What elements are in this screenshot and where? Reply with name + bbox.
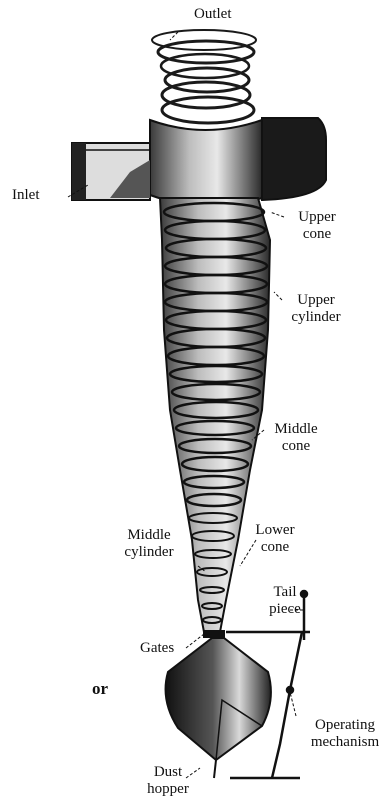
middle-cone-label: Middle cone xyxy=(266,421,326,455)
cyclone-body xyxy=(160,198,270,632)
operating-mechanism-label: Operating mechanism xyxy=(298,717,392,751)
outlet-swirl xyxy=(152,30,256,123)
dust-hopper-label: Dust hopper xyxy=(140,764,196,798)
gates xyxy=(203,630,225,638)
outlet-label: Outlet xyxy=(194,6,232,23)
middle-cylinder-label: Middle cylinder xyxy=(112,527,186,561)
upper-cone-label: Upper cone xyxy=(290,209,344,243)
edge-fragment-text: or xyxy=(92,680,108,697)
tail-piece-label: Tail piece xyxy=(264,584,306,618)
upper-housing xyxy=(72,118,326,206)
gates-label: Gates xyxy=(140,640,174,657)
lower-cone-label: Lower cone xyxy=(250,522,300,556)
inlet-label: Inlet xyxy=(12,187,40,204)
upper-cylinder-label: Upper cylinder xyxy=(280,292,352,326)
